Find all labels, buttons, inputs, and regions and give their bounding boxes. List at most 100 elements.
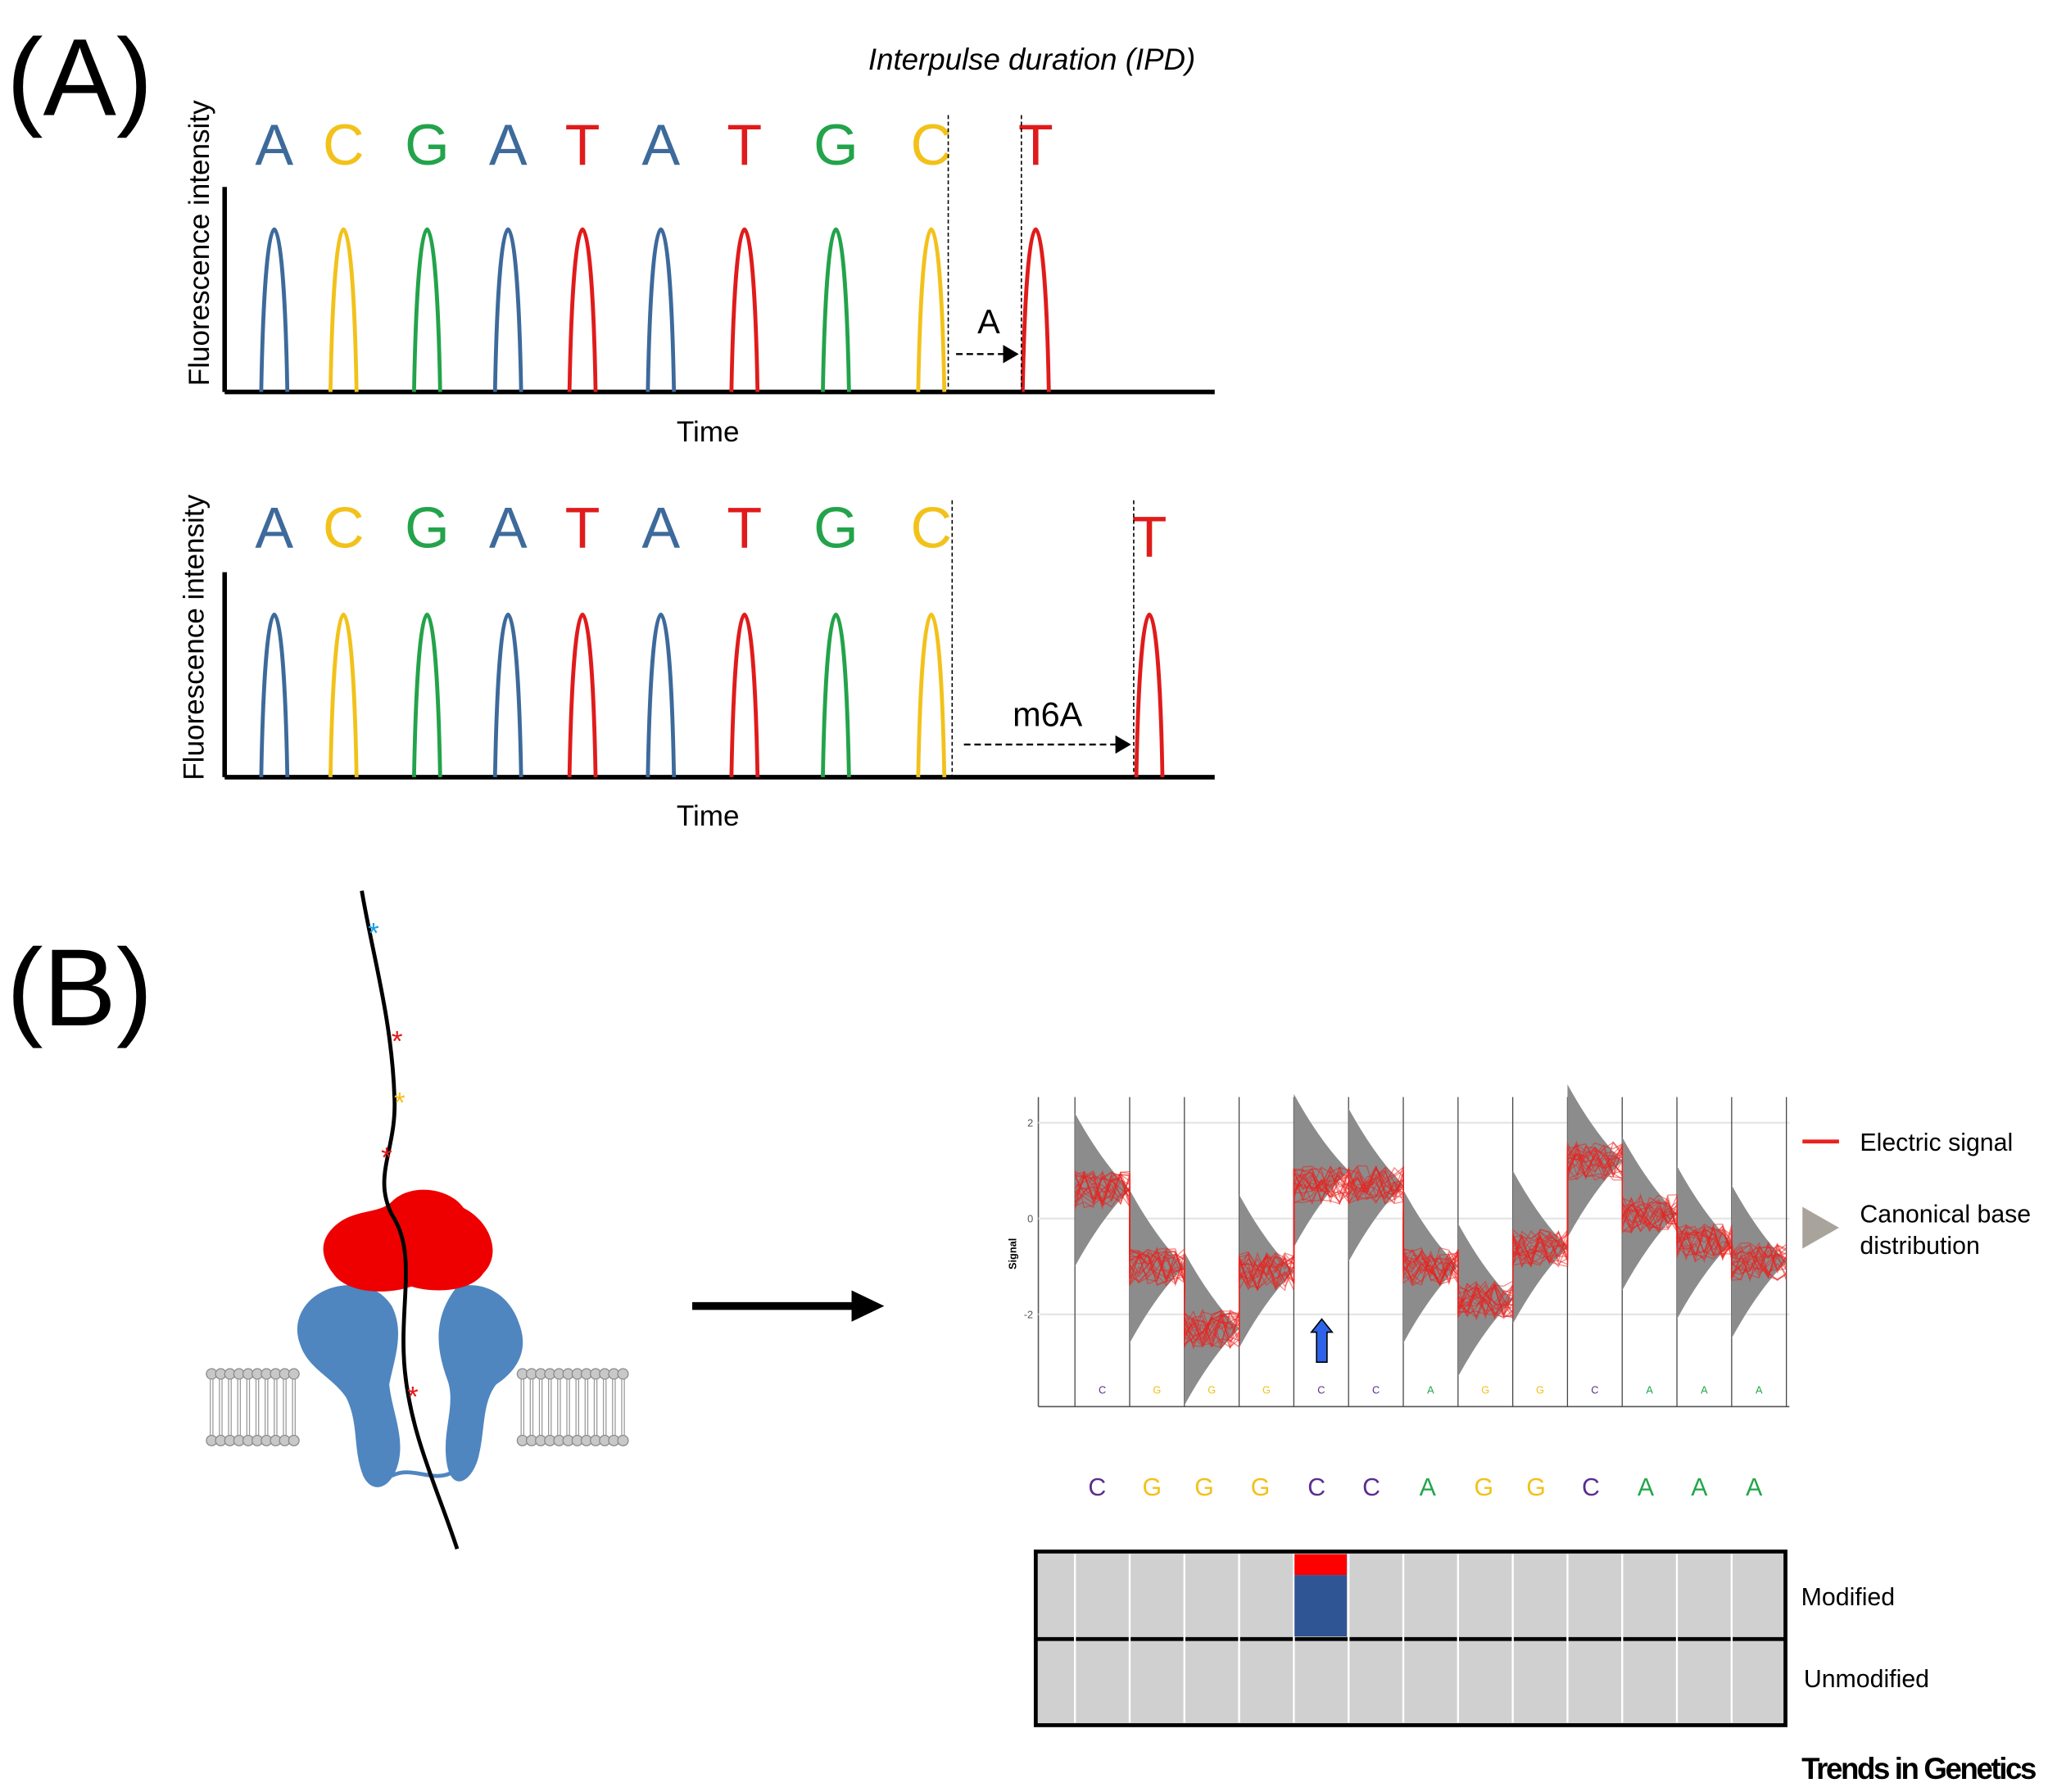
ylabel-bottom: Fluorescence intensity: [179, 494, 211, 780]
mod-star: *: [407, 1381, 419, 1413]
nanopore-illustration: * * * * *: [206, 890, 629, 1550]
legend-signal-label: Electric signal: [1860, 1129, 2013, 1156]
plot-base-label: C: [1317, 1383, 1325, 1396]
dna-strand: [360, 890, 460, 1550]
sequence-base: C: [1362, 1474, 1380, 1501]
signal-trace: [1074, 1154, 1787, 1348]
fluorescence-peak: [492, 227, 523, 392]
base-letter: A: [489, 495, 528, 559]
fluorescence-peak: [567, 227, 598, 392]
gap-label-top: A: [977, 302, 1000, 341]
plot-base-label: A: [1646, 1383, 1653, 1396]
plot-base-label: A: [1701, 1383, 1708, 1396]
signal-trace: [1075, 1146, 1787, 1350]
pore-protein-right: [438, 1285, 523, 1482]
y-tick-label: -2: [1024, 1309, 1033, 1321]
legend: Electric signal Canonical base distribut…: [1802, 1129, 2031, 1260]
base-letter: G: [813, 495, 859, 559]
sequence-base: A: [1746, 1474, 1763, 1501]
plot-base-label: G: [1153, 1383, 1161, 1396]
canonical-distribution: [1567, 1084, 1623, 1238]
sequence-base: C: [1307, 1474, 1325, 1501]
ipd-title: Interpulse duration (IPD): [868, 43, 1195, 76]
fluorescence-peak: [1021, 227, 1051, 392]
base-letter: T: [565, 495, 600, 559]
gap-label-bottom: m6A: [1013, 695, 1083, 734]
y-tick-label: 2: [1027, 1117, 1033, 1129]
fluorescence-peak: [821, 613, 851, 777]
mod-star: *: [368, 917, 379, 949]
fluorescence-peak: [328, 613, 359, 777]
xlabel-top: Time: [677, 416, 740, 448]
signal-trace: [1074, 1143, 1787, 1343]
signal-trace: [1074, 1153, 1787, 1349]
sequence-base: G: [1142, 1474, 1162, 1501]
base-letter: G: [405, 495, 450, 559]
sequence-base: C: [1582, 1474, 1600, 1501]
sequence-base: G: [1251, 1474, 1271, 1501]
signal-trace: [1074, 1145, 1787, 1344]
base-letter: T: [1018, 112, 1053, 177]
fluorescence-peak: [646, 613, 677, 777]
base-letter: T: [727, 112, 762, 177]
panel-b-label: (B): [7, 927, 153, 1049]
base-letter: A: [255, 112, 293, 177]
base-letter: A: [489, 112, 528, 177]
plot-base-label: G: [1208, 1383, 1216, 1396]
xlabel-bottom: Time: [677, 800, 740, 832]
signal-trace: [1074, 1146, 1787, 1346]
pore-protein-left: [297, 1285, 401, 1487]
plot-base-label: A: [1756, 1383, 1763, 1396]
signal-trace: [1074, 1141, 1787, 1335]
plot-base-label: G: [1481, 1383, 1489, 1396]
y-tick-label: 0: [1027, 1213, 1033, 1225]
fluorescence-peak: [259, 227, 290, 392]
motor-protein: [323, 1189, 493, 1292]
journal-logo: Trends in Genetics: [1801, 1752, 2036, 1785]
plot-base-label: A: [1427, 1383, 1434, 1396]
sequence-base: A: [1691, 1474, 1708, 1501]
modified-fraction-cell: [1294, 1554, 1347, 1576]
signal-trace: [1074, 1148, 1787, 1337]
mod-star: *: [394, 1088, 406, 1120]
lipid-membrane: [206, 1368, 629, 1446]
base-letter: A: [255, 495, 293, 559]
ylabel-top: Fluorescence intensity: [184, 100, 215, 386]
legend-dist-swatch: [1802, 1206, 1839, 1249]
fluorescence-peak: [729, 227, 760, 392]
fluorescence-peak: [412, 613, 442, 777]
sequence-base: G: [1194, 1474, 1214, 1501]
sequence-base: G: [1526, 1474, 1546, 1501]
fluorescence-peak: [729, 613, 760, 777]
heatmap-row-modified: Modified: [1801, 1584, 1895, 1611]
base-letter: G: [405, 112, 450, 177]
sequence-base: A: [1420, 1474, 1437, 1501]
sequence-base: G: [1474, 1474, 1493, 1501]
fluorescence-peak: [1134, 613, 1165, 777]
canonical-distribution: [1239, 1194, 1294, 1348]
base-letter: C: [323, 112, 365, 177]
legend-dist-label-2: distribution: [1860, 1233, 1979, 1260]
canonical-distribution: [1622, 1137, 1678, 1291]
heatmap-row-unmodified: Unmodified: [1804, 1666, 1929, 1693]
base-letter: T: [727, 495, 762, 559]
fluorescence-peak: [916, 613, 947, 777]
mod-star: *: [392, 1026, 403, 1058]
signal-axis-label: Signal: [1006, 1238, 1018, 1269]
sequence-base: A: [1638, 1474, 1655, 1501]
modification-heatmap: [1033, 1549, 1787, 1727]
fluorescence-peak: [412, 227, 442, 392]
plot-base-label: G: [1536, 1383, 1544, 1396]
fluorescence-peak: [821, 227, 851, 392]
canonical-distribution: [1184, 1251, 1239, 1406]
panel-a-label: (A): [7, 17, 153, 139]
fluorescence-peak: [328, 227, 359, 392]
fluorescence-peak: [916, 227, 947, 392]
base-letter: C: [910, 495, 952, 559]
base-letter: T: [1132, 504, 1167, 568]
